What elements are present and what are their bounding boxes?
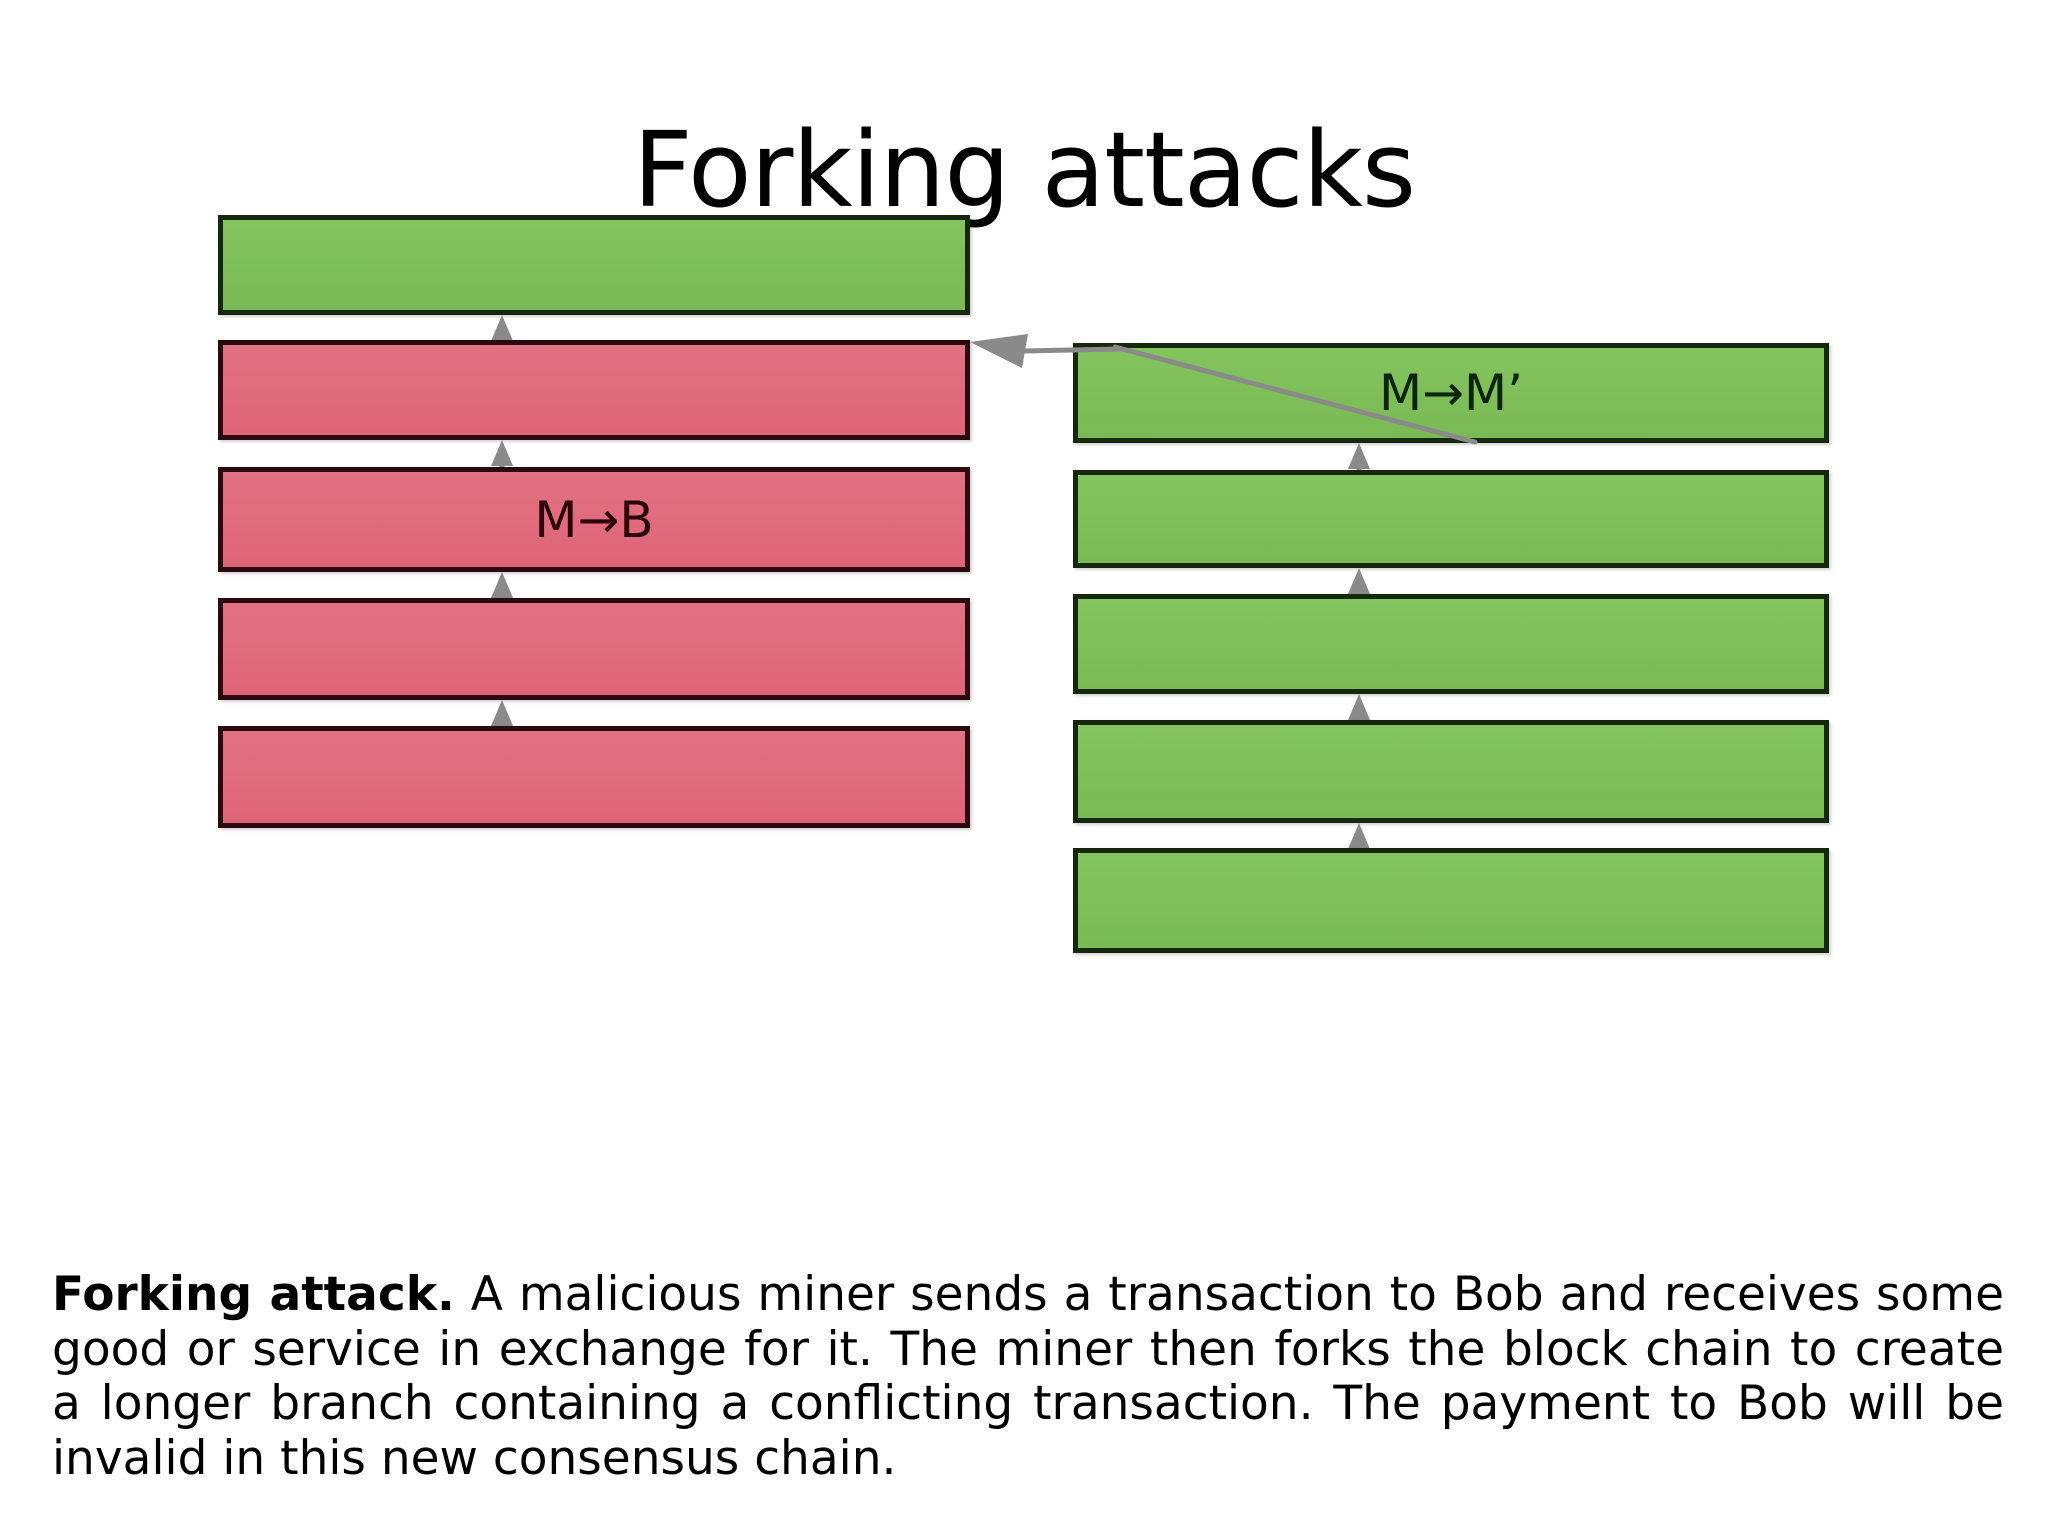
- block-label: M→M’: [1378, 364, 1524, 422]
- block-payment-to-bob[interactable]: M→B: [218, 467, 970, 572]
- caption-paragraph: Forking attack. A malicious miner sends …: [52, 1267, 2004, 1486]
- caption-body: A malicious miner sends a transaction to…: [52, 1267, 2004, 1486]
- block-label: M→B: [534, 490, 654, 549]
- block-original-4[interactable]: [218, 598, 970, 700]
- block-forked-3[interactable]: [1073, 594, 1829, 694]
- original-chain: M→B: [218, 0, 970, 1270]
- block-common-ancestor[interactable]: [218, 215, 970, 315]
- block-original-5[interactable]: [218, 726, 970, 828]
- block-original-2[interactable]: [218, 340, 970, 440]
- page-title: Forking attacks: [632, 109, 1416, 231]
- block-forked-2[interactable]: [1073, 470, 1829, 568]
- block-conflicting-transaction[interactable]: M→M’: [1073, 343, 1829, 443]
- block-forked-5[interactable]: [1073, 848, 1829, 953]
- forked-chain: M→M’: [1073, 0, 1829, 1270]
- block-forked-4[interactable]: [1073, 720, 1829, 823]
- forking-attack-diagram: M→B: [218, 0, 1829, 1270]
- caption-lead: Forking attack.: [52, 1267, 455, 1322]
